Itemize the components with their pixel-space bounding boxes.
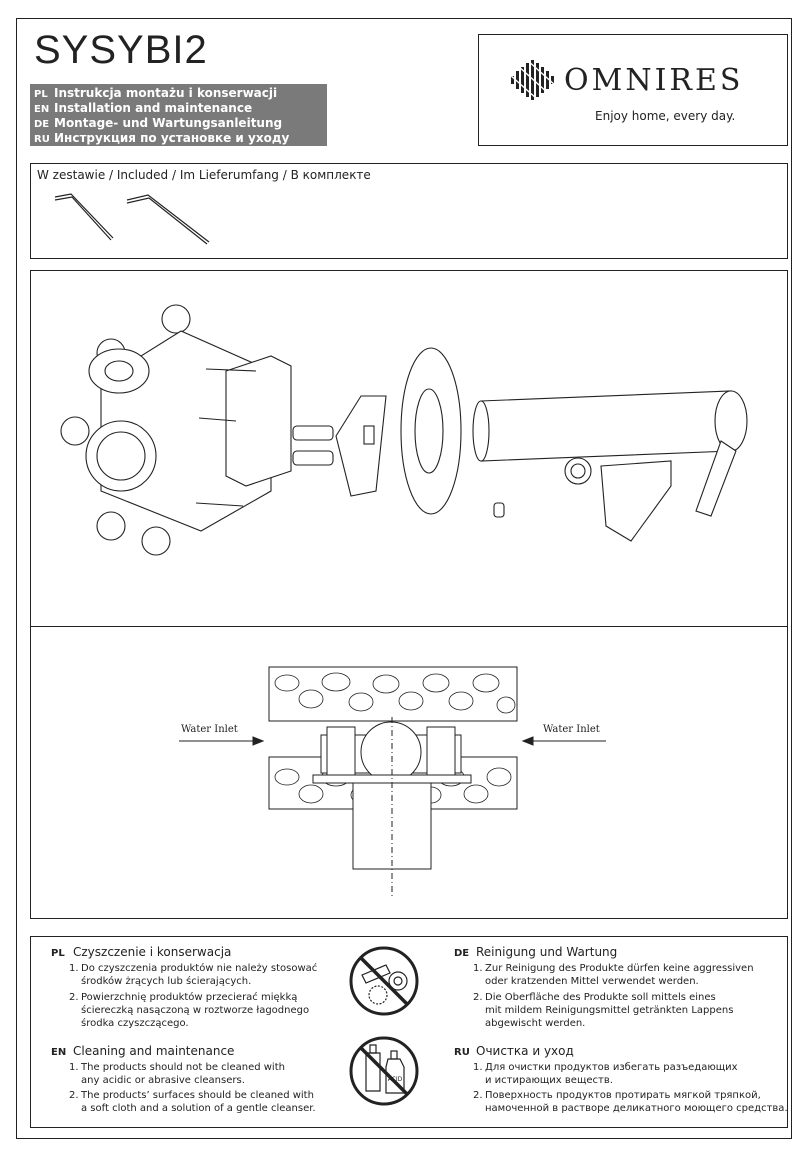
section-code: RU — [454, 1047, 470, 1058]
item-text: Для очистки продуктов избегать разъедающ… — [485, 1062, 738, 1073]
item-text: Powierzchnię produktów przecierać miękką — [81, 992, 298, 1003]
brand-name: OMNIRES — [564, 63, 744, 98]
item-number: 2. — [69, 1090, 79, 1101]
cover-plate — [335, 395, 387, 497]
item-text: Поверхность продуктов протирать мягкой т… — [485, 1090, 761, 1101]
lang-code: DE — [34, 119, 50, 130]
section-heading-ru: RU Очистка и уход — [454, 1044, 574, 1058]
brand-box: OMNIRES Enjoy home, every day. — [478, 34, 788, 146]
hex-key-small-icon — [54, 193, 114, 239]
item-number: 2. — [473, 992, 483, 1003]
acid-label: ACID — [388, 1076, 403, 1083]
no-abrasive-tools-icon — [349, 946, 419, 1016]
hex-keys-illustration — [54, 193, 210, 245]
included-title: W zestawie / Included / Im Lieferumfang … — [37, 168, 371, 182]
section-title: Очистка и уход — [476, 1044, 574, 1058]
page-frame — [16, 18, 792, 1139]
mixer-body — [480, 390, 741, 462]
model-number: SYSYBI2 — [34, 28, 208, 72]
section-code: DE — [454, 948, 470, 959]
item-number: 2. — [69, 992, 79, 1003]
section-code: PL — [51, 948, 65, 959]
lang-title: Montage- und Wartungsanleitung — [54, 116, 283, 130]
lang-code: PL — [34, 89, 48, 100]
holder-bracket — [600, 460, 672, 542]
lang-title: Installation and maintenance — [54, 101, 253, 115]
item-number: 1. — [69, 1062, 79, 1073]
list-item: 1.Zur Reinigung des Produkte dürfen kein… — [473, 962, 754, 988]
item-number: 1. — [69, 963, 79, 974]
lang-title: Инструкция по установке и уходу — [54, 131, 290, 145]
no-acid-cleaners-icon: ACID — [349, 1036, 419, 1106]
cartridge-icon — [292, 425, 334, 441]
lang-code: RU — [34, 134, 50, 145]
list-item: 2.Powierzchnię produktów przecierać mięk… — [69, 991, 309, 1030]
item-text: намоченной в растворе деликатного моющег… — [485, 1103, 788, 1114]
item-text: abgewischt werden. — [485, 1018, 586, 1029]
item-number: 1. — [473, 1062, 483, 1073]
water-inlet-left-label: Water Inlet — [181, 724, 238, 735]
arrow-left-icon — [521, 736, 534, 746]
item-text: The products should not be cleaned with — [81, 1062, 285, 1073]
section-heading-pl: PL Czyszczenie i konserwacja — [51, 945, 231, 959]
item-number: 2. — [473, 1090, 483, 1101]
lang-row-pl: PL Instrukcja montażu i konserwacji — [34, 86, 277, 101]
list-item: 1.The products should not be cleaned wit… — [69, 1061, 285, 1087]
language-titles-band: PL Instrukcja montażu i konserwacji EN Ins… — [30, 84, 327, 146]
brand-logo-icon — [508, 59, 556, 100]
list-item: 1.Для очистки продуктов избегать разъеда… — [473, 1061, 738, 1087]
exploded-view-diagram — [60, 304, 748, 556]
mounting-ear-icon — [161, 304, 191, 334]
water-inlet-right-label: Water Inlet — [543, 724, 600, 735]
arrow-right-icon — [252, 736, 265, 746]
list-item: 2.The products’ surfaces should be clean… — [69, 1089, 316, 1115]
item-number: 1. — [473, 963, 483, 974]
lang-code: EN — [34, 104, 50, 115]
hex-key-large-icon — [126, 194, 210, 243]
screw-icon — [205, 368, 257, 372]
section-title: Reinigung und Wartung — [476, 945, 618, 959]
item-text: Do czyszczenia produktów nie należy stos… — [81, 963, 318, 974]
item-text: Zur Reinigung des Produkte dürfen keine … — [485, 963, 754, 974]
item-text: środków żrących lub ścierających. — [81, 976, 252, 987]
list-item: 2.Поверхность продуктов протирать мягкой… — [473, 1089, 788, 1115]
section-code: EN — [51, 1047, 67, 1058]
item-text: środka czyszczącego. — [81, 1018, 189, 1029]
section-title: Cleaning and maintenance — [73, 1044, 235, 1058]
brand-tagline: Enjoy home, every day. — [595, 109, 736, 123]
section-heading-en: EN Cleaning and maintenance — [51, 1044, 234, 1058]
section-heading-de: DE Reinigung und Wartung — [454, 945, 617, 959]
included-box: W zestawie / Included / Im Lieferumfang … — [30, 163, 788, 259]
item-text: и истирающих веществ. — [485, 1075, 613, 1086]
item-text: oder kratzenden Mittel verwendet werden. — [485, 976, 699, 987]
item-text: a soft cloth and a solution of a gentle … — [81, 1103, 316, 1114]
lang-title: Instrukcja montażu i konserwacji — [54, 86, 278, 100]
list-item: 1.Do czyszczenia produktów nie należy st… — [69, 962, 317, 988]
item-text: mit mildem Reinigungsmittel getränkten L… — [485, 1005, 734, 1016]
cartridge-housing — [225, 355, 292, 487]
item-text: any acidic or abrasive cleansers. — [81, 1075, 245, 1086]
installation-section-diagram — [179, 666, 606, 897]
lever-icon — [695, 440, 737, 517]
item-text: ściereczką nasączoną w roztworze łagodne… — [81, 1005, 310, 1016]
item-text: Die Oberfläche des Produkte soll mittels… — [485, 992, 716, 1003]
diagram-divider — [31, 626, 787, 627]
wall-top — [268, 666, 518, 722]
lang-row-en: EN Installation and maintenance — [34, 101, 252, 116]
list-item: 2.Die Oberfläche des Produkte soll mitte… — [473, 991, 733, 1030]
diagram-box: Water Inlet Water Inlet — [30, 270, 788, 919]
lang-row-ru: RU Инструкция по установке и уходу — [34, 131, 289, 146]
section-title: Czyszczenie i konserwacja — [73, 945, 232, 959]
lang-row-de: DE Montage- und Wartungsanleitung — [34, 116, 282, 131]
item-text: The products’ surfaces should be cleaned… — [81, 1090, 314, 1101]
